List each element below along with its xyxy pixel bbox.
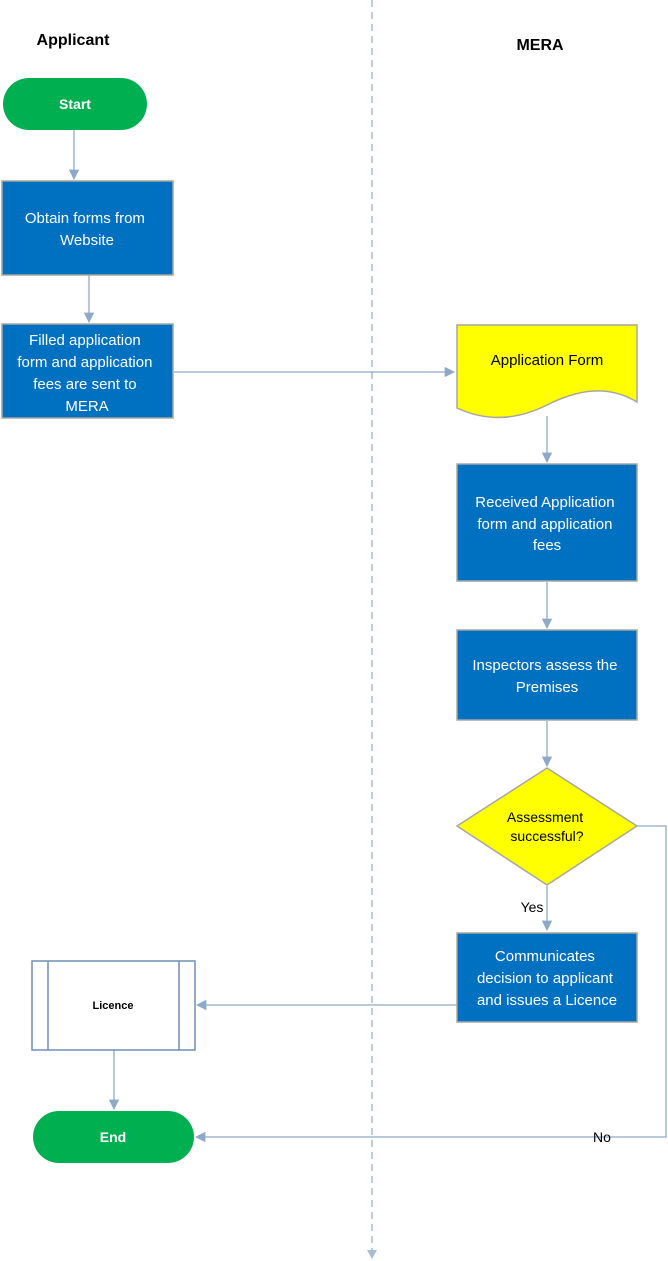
communicates-node: Communicates decision to applicant and i… xyxy=(456,932,638,1023)
application-form-label: Application Form xyxy=(491,352,604,369)
edge-label-yes: Yes xyxy=(521,899,544,915)
assessment-decision: Assessment successful? xyxy=(455,767,639,886)
start-label: Start xyxy=(59,96,91,112)
obtain-forms-line-1: Obtain forms from xyxy=(25,210,145,227)
inspectors-line-2: Premises xyxy=(516,679,579,696)
filled-line-2: form and application xyxy=(17,354,152,371)
end-label: End xyxy=(100,1129,126,1145)
lane-header-mera: MERA xyxy=(516,37,564,54)
licence-label: Licence xyxy=(93,1000,134,1012)
obtain-forms-node: Obtain forms from Website xyxy=(1,180,174,276)
application-form-document: Application Form xyxy=(456,324,638,419)
svg-text:Assessment successful?: Assessment successful? xyxy=(507,809,587,844)
communicates-line-3: and issues a Licence xyxy=(477,992,617,1009)
received-line-2: form and application xyxy=(477,516,612,533)
licence-node: Licence xyxy=(31,960,196,1051)
start-node: Start xyxy=(3,78,147,130)
edge-decision-no xyxy=(194,825,667,1143)
communicates-line-2: decision to applicant xyxy=(477,970,614,987)
filled-line-3: fees are sent to xyxy=(33,376,136,393)
svg-text:Filled application form: Filled application form and application … xyxy=(17,332,156,415)
received-line-3: fees xyxy=(533,537,561,554)
connectors xyxy=(68,130,667,1143)
end-node: End xyxy=(33,1111,194,1163)
svg-text:Communicates decision to: Communicates decision to applicant and i… xyxy=(477,948,617,1009)
edge-label-no: No xyxy=(593,1129,611,1145)
received-node: Received Application form and applicatio… xyxy=(456,463,638,582)
inspectors-line-1: Inspectors assess the xyxy=(472,657,617,674)
decision-line-1: Assessment xyxy=(507,809,583,825)
svg-text:Obtain forms from Websit: Obtain forms from Website xyxy=(25,210,149,249)
filled-application-node: Filled application form and application … xyxy=(1,323,174,419)
lane-header-applicant: Applicant xyxy=(37,32,111,49)
received-line-1: Received Application xyxy=(475,494,614,511)
lane-divider-arrowhead xyxy=(367,1250,377,1259)
obtain-forms-line-2: Website xyxy=(60,232,114,249)
decision-line-2: successful? xyxy=(510,828,583,844)
svg-text:Inspectors assess the Pr: Inspectors assess the Premises xyxy=(472,657,621,696)
inspectors-node: Inspectors assess the Premises xyxy=(456,629,638,721)
filled-line-1: Filled application xyxy=(29,332,141,349)
filled-line-4: MERA xyxy=(65,398,108,415)
svg-text:Received Application for: Received Application form and applicatio… xyxy=(475,494,618,554)
communicates-line-1: Communicates xyxy=(495,948,595,965)
